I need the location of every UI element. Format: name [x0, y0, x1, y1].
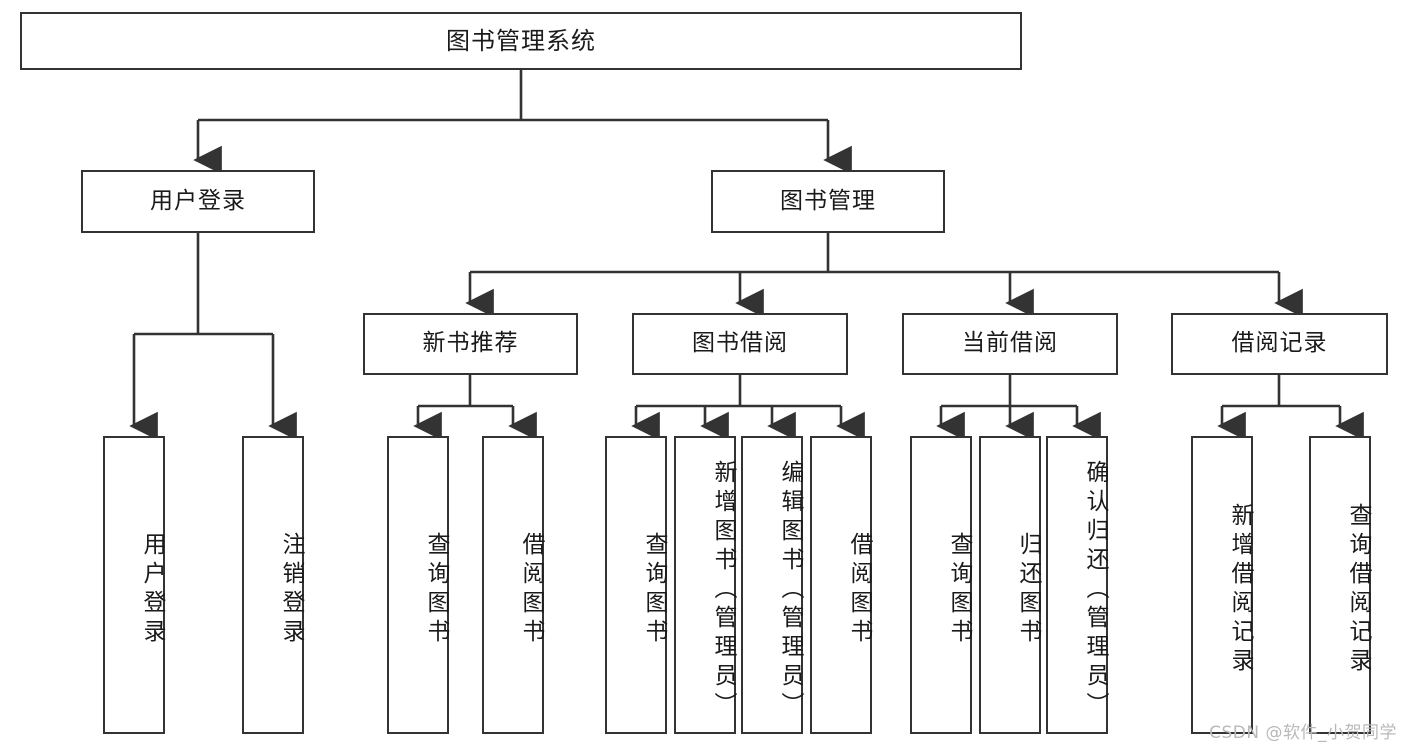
node-book-borrow-label: 图书借阅	[692, 330, 788, 357]
node-leaf-return-book-label: 归还图书	[1015, 532, 1041, 648]
node-leaf-query-book-2-label: 查询图书	[641, 532, 667, 648]
node-leaf-user-login-label: 用户登录	[139, 532, 165, 648]
node-leaf-query-book-1-label: 查询图书	[423, 532, 449, 648]
node-leaf-logout-login[interactable]: 注销登录	[242, 436, 304, 734]
node-leaf-add-record-label: 新增借阅记录	[1227, 503, 1253, 677]
node-book-manage-label: 图书管理	[780, 187, 876, 214]
node-leaf-query-book-3[interactable]: 查询图书	[910, 436, 972, 734]
node-root-label: 图书管理系统	[446, 26, 596, 55]
node-leaf-borrow-book-2[interactable]: 借阅图书	[810, 436, 872, 734]
node-leaf-add-record[interactable]: 新增借阅记录	[1191, 436, 1253, 734]
node-leaf-logout-login-label: 注销登录	[278, 532, 304, 648]
node-leaf-borrow-book-1-label: 借阅图书	[518, 532, 544, 648]
node-leaf-edit-book[interactable]: 编辑图书（管理员）	[741, 436, 803, 734]
node-borrow-record-label: 借阅记录	[1231, 330, 1328, 357]
node-leaf-add-book-label: 新增图书（管理员）	[710, 459, 736, 721]
node-book-borrow[interactable]: 图书借阅	[632, 313, 848, 375]
node-leaf-return-book[interactable]: 归还图书	[979, 436, 1041, 734]
node-borrow-record[interactable]: 借阅记录	[1171, 313, 1388, 375]
node-current-borrow-label: 当前借阅	[962, 330, 1058, 357]
node-new-book-recommend[interactable]: 新书推荐	[363, 313, 578, 375]
node-leaf-confirm-return-label: 确认归还（管理员）	[1082, 459, 1108, 721]
node-leaf-query-book-1[interactable]: 查询图书	[387, 436, 449, 734]
node-user-login[interactable]: 用户登录	[81, 170, 315, 233]
node-leaf-borrow-book-1[interactable]: 借阅图书	[482, 436, 544, 734]
node-book-manage[interactable]: 图书管理	[711, 170, 945, 233]
node-leaf-add-book[interactable]: 新增图书（管理员）	[674, 436, 736, 734]
node-leaf-query-book-2[interactable]: 查询图书	[605, 436, 667, 734]
node-leaf-edit-book-label: 编辑图书（管理员）	[777, 459, 803, 721]
node-leaf-borrow-book-2-label: 借阅图书	[846, 532, 872, 648]
node-leaf-confirm-return[interactable]: 确认归还（管理员）	[1046, 436, 1108, 734]
node-root[interactable]: 图书管理系统	[20, 12, 1022, 70]
node-current-borrow[interactable]: 当前借阅	[902, 313, 1118, 375]
node-leaf-user-login[interactable]: 用户登录	[103, 436, 165, 734]
node-leaf-query-record[interactable]: 查询借阅记录	[1309, 436, 1371, 734]
node-leaf-query-record-label: 查询借阅记录	[1345, 503, 1371, 677]
node-new-book-recommend-label: 新书推荐	[422, 330, 519, 357]
node-user-login-label: 用户登录	[150, 187, 246, 214]
node-leaf-query-book-3-label: 查询图书	[946, 532, 972, 648]
